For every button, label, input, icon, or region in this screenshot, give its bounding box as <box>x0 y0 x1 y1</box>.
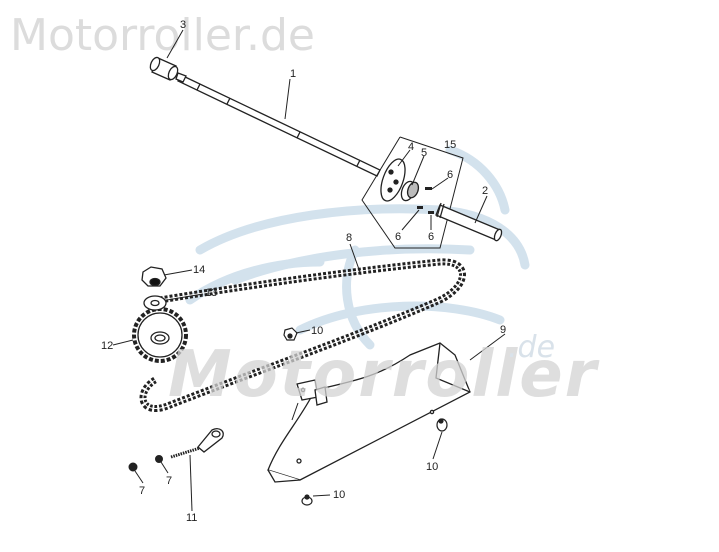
callout-6b: 6 <box>395 231 402 243</box>
callout-9: 9 <box>500 324 507 336</box>
leader-lines-assembly <box>397 149 449 231</box>
sprocket-12 <box>132 307 188 363</box>
nut-10c <box>301 494 313 506</box>
callout-10c: 10 <box>333 489 346 501</box>
callout-13: 13 <box>205 287 218 299</box>
callout-1: 1 <box>290 68 297 80</box>
callout-12: 12 <box>101 340 114 352</box>
watermark-center: Motorroller <box>168 338 599 412</box>
bushing-3 <box>149 56 179 81</box>
callout-2: 2 <box>482 185 489 197</box>
nuts-7 <box>128 455 163 472</box>
chain-cover-9 <box>267 342 471 483</box>
adjuster-bolt-11 <box>170 428 224 459</box>
drive-shaft-1 <box>175 72 381 177</box>
callout-11: 11 <box>186 512 198 524</box>
callout-14: 14 <box>193 264 206 276</box>
gear-disc-4 <box>380 158 406 202</box>
assembly-frame-15 <box>361 136 464 249</box>
drive-chain-8 <box>139 258 466 413</box>
nut-10a <box>283 327 298 341</box>
callout-7b: 7 <box>166 475 173 487</box>
callout-4: 4 <box>408 141 415 153</box>
shaft-2 <box>435 202 503 242</box>
nut-10b <box>436 418 448 432</box>
callout-6c: 6 <box>428 231 435 243</box>
hub-5 <box>400 180 420 202</box>
nut-14 <box>141 266 167 287</box>
callout-6a: 6 <box>447 169 454 181</box>
callout-8: 8 <box>346 232 353 244</box>
watermark-top: Motorroller.de <box>10 10 315 61</box>
callout-10b: 10 <box>426 461 439 473</box>
watermark-suffix: .de <box>508 330 556 365</box>
callout-15: 15 <box>444 139 457 151</box>
callout-3: 3 <box>180 19 187 31</box>
callout-5: 5 <box>421 147 428 159</box>
scooter-logo-watermark <box>185 145 530 350</box>
washer-13 <box>143 295 167 311</box>
callout-7a: 7 <box>139 485 146 497</box>
pins-6 <box>417 187 434 214</box>
callout-10a: 10 <box>311 325 324 337</box>
